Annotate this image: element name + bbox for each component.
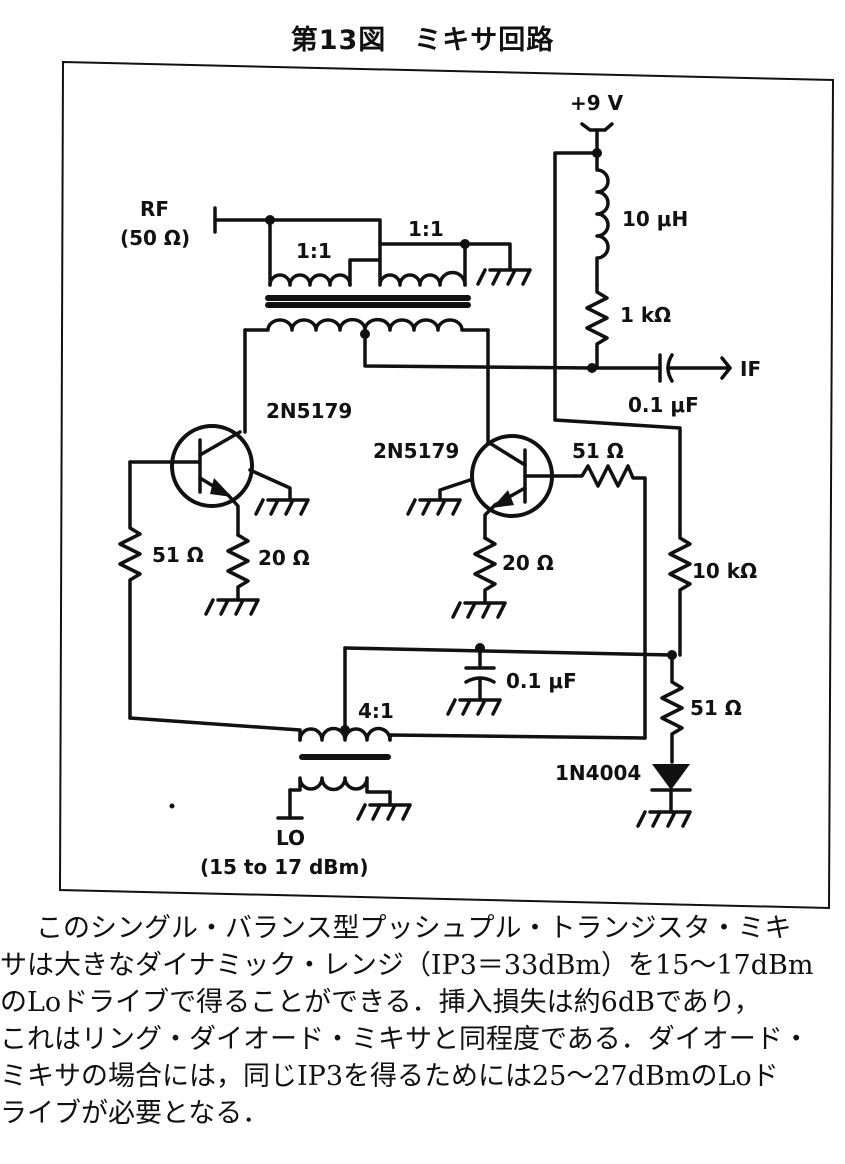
diode-1n4004: 1N4004 (555, 761, 692, 828)
t1-ratio-label-a: 1:1 (296, 239, 332, 263)
resistor-20-left: 20 Ω (204, 533, 310, 616)
t1-ratio-label-b: 1:1 (408, 217, 444, 241)
resistor-51-left: 51 Ω (118, 460, 204, 720)
caption-line: ライブが必要となる． (0, 1098, 270, 1129)
caption-line: サは大きなダイナミック・レンジ（IP3＝33dBm）を15〜17dBm (0, 950, 814, 981)
input-transformer: 1:1 1:1 (243, 215, 532, 339)
rf-impedance-label: (50 Ω) (120, 226, 190, 250)
inductor-10uh: 10 μH (595, 151, 688, 287)
t2-ratio-label: 4:1 (358, 699, 394, 723)
vcc-label: +9 V (570, 91, 624, 115)
bias-node: 0.1 μF (343, 643, 677, 716)
resistor-51-bias: 51 Ω (660, 653, 742, 764)
resistor-51-bias-label: 51 Ω (690, 696, 742, 720)
resistor-1k-label: 1 kΩ (620, 303, 671, 327)
lo-level-label: (15 to 17 dBm) (200, 855, 369, 879)
inductor-label: 10 μH (622, 207, 688, 231)
lo-input-terminal: LO (15 to 17 dBm) (200, 816, 369, 879)
if-label: IF (740, 357, 761, 381)
rf-label: RF (140, 197, 169, 221)
rf-input-terminal: RF (50 Ω) (120, 197, 272, 250)
resistor-51-right: 51 Ω (572, 439, 647, 740)
figure-title: 第13図 ミキサ回路 (290, 25, 555, 56)
q1-label: 2N5179 (266, 399, 352, 423)
caption-line: のLoドライブで得ることができる．挿入損失は約6dBであり， (0, 987, 761, 1018)
if-output: IF 0.1 μF (587, 353, 761, 417)
supply-terminal: +9 V (553, 91, 682, 532)
caption-line: このシングル・バランス型プッシュプル・トランジスタ・ミキ (36, 913, 792, 944)
resistor-10k: 10 kΩ (668, 528, 757, 657)
if-capacitor-label: 0.1 μF (628, 393, 699, 417)
lo-label: LO (276, 826, 305, 850)
q2-label: 2N5179 (373, 439, 459, 463)
center-tap-wire (363, 332, 594, 370)
resistor-10k-label: 10 kΩ (692, 559, 757, 583)
transistor-q1: 2N5179 (128, 328, 352, 537)
transistor-q2: 2N5179 (373, 328, 577, 540)
caption-line: これはリング・ダイオード・ミキサと同程度である．ダイオード・ (0, 1024, 810, 1055)
lo-transformer: 4:1 (128, 646, 647, 821)
resistor-51-left-label: 51 Ω (152, 543, 204, 567)
caption-text: このシングル・バランス型プッシュプル・トランジスタ・ミキ サは大きなダイナミック… (0, 910, 845, 1160)
resistor-51-right-label: 51 Ω (572, 439, 624, 463)
resistor-20-left-label: 20 Ω (258, 546, 310, 570)
resistor-20-right: 20 Ω (451, 536, 554, 619)
diode-label: 1N4004 (555, 761, 641, 785)
schematic-frame (58, 60, 835, 910)
bias-capacitor-label: 0.1 μF (506, 669, 577, 693)
resistor-20-right-label: 20 Ω (502, 551, 554, 575)
mixer-schematic: RF (50 Ω) 1:1 1:1 +9 V 10 μH (58, 60, 835, 910)
caption-line: ミキサの場合には，同じIP3を得るためには25〜27dBmのLoド (0, 1061, 779, 1092)
resistor-1k: 1 kΩ (585, 283, 671, 370)
